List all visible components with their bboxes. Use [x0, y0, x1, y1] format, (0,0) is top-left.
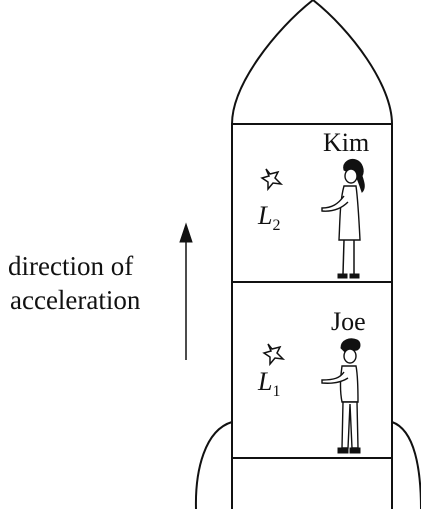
left-fin	[194, 421, 233, 509]
rocket-body	[231, 123, 393, 459]
joe-figure	[321, 338, 361, 454]
right-fin	[391, 421, 421, 509]
arrow-label-line2: acceleration	[10, 285, 141, 315]
kim-figure	[321, 159, 365, 279]
arrow-label-line1: direction of	[8, 251, 133, 281]
light-l1-label: L1	[257, 367, 280, 400]
kim-name-label: Kim	[323, 128, 369, 157]
acceleration-arrowhead	[179, 222, 193, 243]
light-source-l1-icon	[262, 343, 286, 367]
joe-name-label: Joe	[331, 307, 366, 336]
light-l2-label: L2	[257, 201, 280, 234]
light-source-l2-icon	[260, 168, 284, 192]
rocket-nose-cone	[231, 0, 393, 125]
